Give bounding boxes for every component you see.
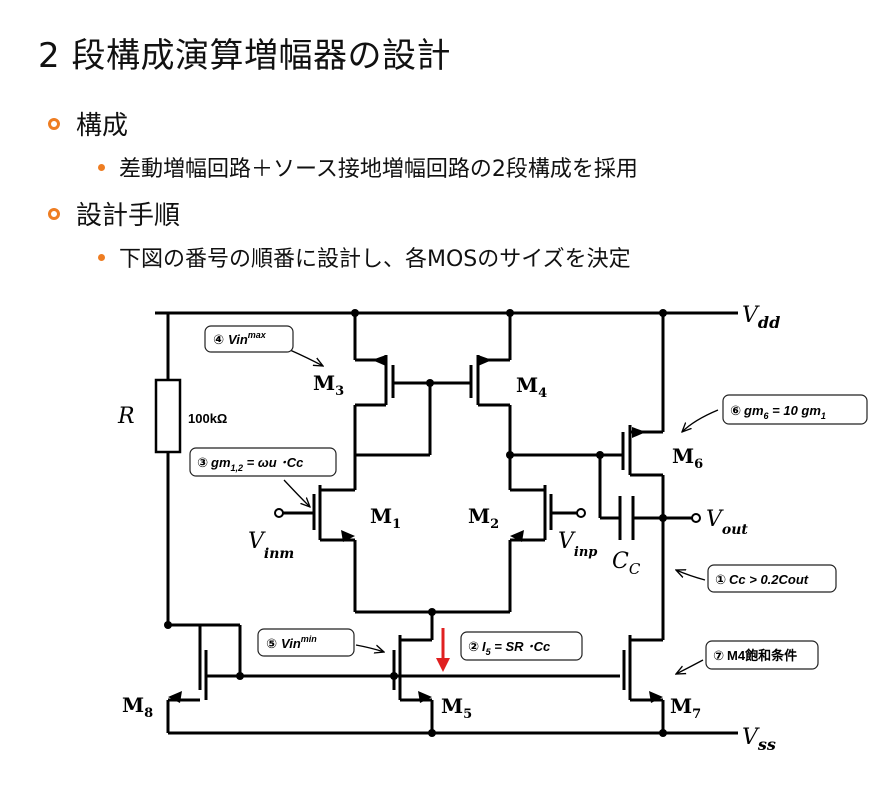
section-item-structure: 差動増幅回路＋ソース接地増幅回路の2段構成を採用 [98,151,638,183]
vout-terminal [691,513,701,523]
item-text: 差動増幅回路＋ソース接地増幅回路の2段構成を採用 [119,157,638,182]
section-item-procedure: 下図の番号の順番に設計し、各MOSのサイズを決定 [98,241,631,273]
item-text: 下図の番号の順番に設計し、各MOSのサイズを決定 [119,247,631,272]
wires [154,311,738,735]
page-title: 2 段構成演算増幅器の設計 [38,36,451,76]
r-value-label: 100kΩ [188,411,227,426]
vinm-terminal [274,508,284,518]
vinp-terminal [576,508,586,518]
m3-label: M3 [313,371,344,399]
m5-label: M5 [441,694,472,722]
section-heading-procedure: 設計手順 [48,195,180,232]
vinp-label: Vinp [558,529,597,560]
callout-arrows [283,349,719,674]
heading-text: 構成 [76,111,129,141]
m8-label: M8 [122,693,153,721]
junction-dots [164,309,667,737]
m4-label: M4 [516,373,547,401]
m1-label: M1 [370,504,401,532]
bullet-dot-icon [98,163,105,171]
m7-label: M7 [670,694,701,722]
r-label: R [117,404,135,429]
bullet-dot-icon [98,253,105,261]
vout-label: Vout [706,507,748,538]
bullet-ring-icon [48,117,60,130]
source-arrows [168,355,663,703]
svg-text:②I5 = SR ･Cc: ②I5 = SR ･Cc [468,639,551,657]
cc-label: CC [612,549,641,578]
vinm-label: Vinm [248,529,294,562]
current-arrowhead-icon [436,658,450,672]
vss-label: Vss [742,725,776,754]
m2-label: M2 [468,504,499,532]
vdd-label: Vdd [742,303,780,332]
svg-text:①Cc > 0.2Cout: ①Cc > 0.2Cout [715,572,809,587]
m6-label: M6 [672,444,703,472]
terminals [274,508,701,523]
section-heading-structure: 構成 [48,105,128,142]
bullet-ring-icon [48,207,60,220]
heading-text: 設計手順 [76,201,181,231]
resistor-r [154,378,182,454]
